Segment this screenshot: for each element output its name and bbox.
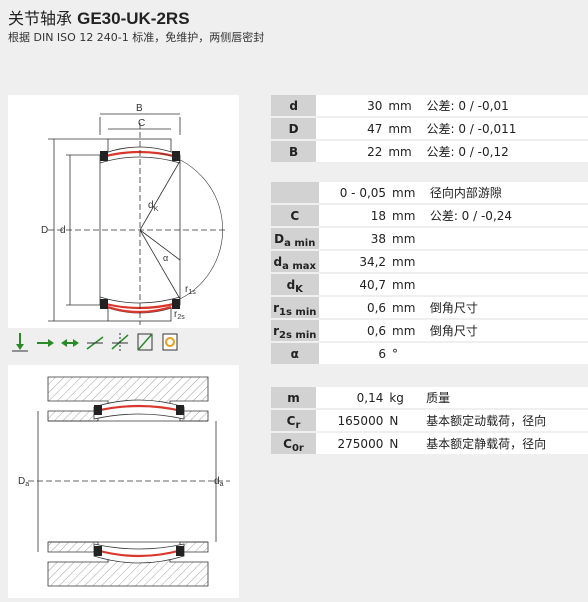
symbol-cell: r1s min: [271, 297, 319, 318]
note-cell: 倒角尺寸: [426, 320, 588, 341]
alpha-label: α: [163, 253, 168, 263]
symbol-cell: d: [271, 95, 316, 116]
symbol-cell: da max: [271, 251, 319, 272]
dim-B-label: B: [136, 103, 143, 114]
note-cell: 公差: 0 / -0,011: [423, 118, 588, 139]
symbol-cell: C: [271, 205, 319, 226]
symbol-cell: C0r: [271, 433, 316, 454]
unit-cell: mm: [390, 182, 426, 203]
value-cell: 6: [319, 343, 391, 364]
r1s-label: r1s: [185, 284, 196, 296]
symbol-cell: D: [271, 118, 316, 139]
value-cell: 275000: [316, 433, 387, 454]
mounting-drawing: Da da: [8, 365, 239, 598]
unit-cell: °: [390, 343, 426, 364]
symbol-cell: Da min: [271, 228, 319, 249]
value-cell: 34,2: [319, 251, 391, 272]
unit-cell: N: [387, 410, 422, 431]
note-cell: 公差: 0 / -0,01: [423, 95, 588, 116]
feature-icons: [10, 331, 195, 353]
unit-cell: mm: [390, 297, 426, 318]
note-cell: 基本额定静载荷，径向: [422, 433, 588, 454]
note-cell: [426, 251, 588, 272]
value-cell: 0,6: [319, 297, 391, 318]
value-cell: 47: [316, 118, 386, 139]
unit-cell: mm: [390, 320, 426, 341]
value-cell: 0 - 0,05: [319, 182, 391, 203]
maintenance-free-icon: [160, 331, 180, 353]
unit-cell: mm: [386, 118, 422, 139]
value-cell: 18: [319, 205, 391, 226]
value-cell: 38: [319, 228, 391, 249]
unit-cell: mm: [390, 228, 426, 249]
note-cell: 公差: 0 / -0,24: [426, 205, 588, 226]
combined-load-icon: [60, 331, 80, 353]
value-cell: 165000: [316, 410, 387, 431]
dim-dK-label: dK: [148, 200, 159, 213]
note-cell: 倒角尺寸: [426, 297, 588, 318]
dim-Da-label: Da: [18, 476, 29, 488]
symbol-cell: Cr: [271, 410, 316, 431]
bearing-drawing: B C D d dK α r1s r2s: [8, 95, 239, 328]
note-cell: 公差: 0 / -0,12: [423, 141, 588, 162]
tilt-icon: [85, 331, 105, 353]
title-prefix: 关节轴承: [8, 9, 72, 28]
misalignment-icon: [110, 331, 130, 353]
symbol-cell: B: [271, 141, 316, 162]
page-title: 关节轴承 GE30-UK-2RS: [8, 5, 190, 29]
unit-cell: mm: [386, 141, 422, 162]
dim-D-label: D: [41, 225, 48, 236]
value-cell: 30: [316, 95, 386, 116]
unit-cell: mm: [390, 205, 426, 226]
note-cell: [426, 274, 588, 295]
symbol-cell: [271, 182, 319, 203]
symbol-cell: dK: [271, 274, 319, 295]
note-cell: 径向内部游隙: [426, 182, 588, 203]
unit-cell: kg: [387, 387, 422, 408]
page-subtitle: 根据 DIN ISO 12 240-1 标准，免维护，两侧唇密封: [8, 29, 264, 45]
dim-C-label: C: [138, 118, 145, 129]
note-cell: [426, 228, 588, 249]
unit-cell: mm: [390, 251, 426, 272]
symbol-cell: α: [271, 343, 319, 364]
note-cell: 质量: [422, 387, 588, 408]
seal-icon: [135, 331, 155, 353]
note-cell: 基本额定动载荷，径向: [422, 410, 588, 431]
value-cell: 22: [316, 141, 386, 162]
unit-cell: N: [387, 433, 422, 454]
radial-load-icon: [10, 331, 30, 353]
r2s-label: r2s: [174, 309, 185, 321]
symbol-cell: r2s min: [271, 320, 319, 341]
value-cell: 40,7: [319, 274, 391, 295]
dim-da-label: da: [214, 476, 224, 488]
value-cell: 0,14: [316, 387, 387, 408]
note-cell: [426, 343, 588, 364]
axial-load-icon: [35, 331, 55, 353]
dim-d-label: d: [60, 225, 66, 236]
symbol-cell: m: [271, 387, 316, 408]
model-number: GE30-UK-2RS: [77, 9, 189, 28]
unit-cell: mm: [390, 274, 426, 295]
unit-cell: mm: [386, 95, 422, 116]
value-cell: 0,6: [319, 320, 391, 341]
